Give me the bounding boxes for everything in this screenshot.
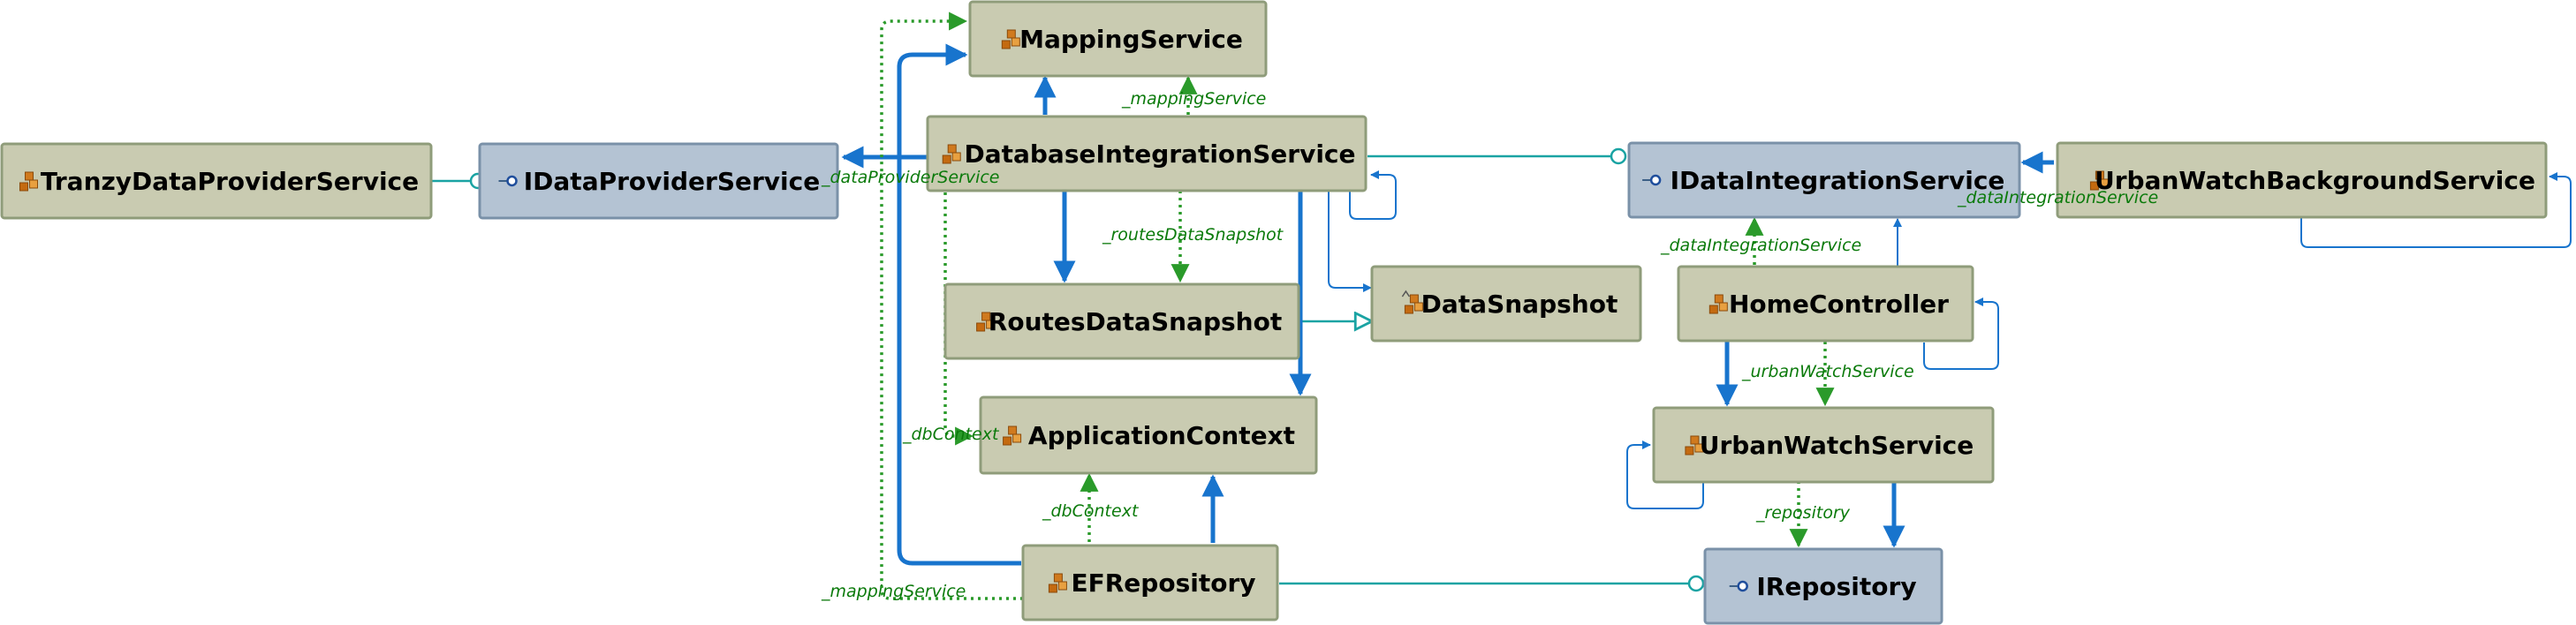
class-icon	[1685, 435, 1704, 456]
class-icon	[2089, 170, 2109, 191]
node-box[interactable]	[1677, 265, 1974, 343]
edge-efrepo-mapping	[897, 43, 1021, 566]
lollipop-irepo	[1687, 575, 1705, 592]
node-box[interactable]	[1627, 141, 2021, 219]
lbl-mapping-service-bottom: _mappingService	[821, 582, 966, 601]
class-icon	[976, 312, 996, 332]
node-label: RoutesDataSnapshot	[989, 307, 1282, 336]
node-label: IDataIntegrationService	[1671, 166, 2005, 195]
node-label: IRepository	[1756, 572, 1916, 601]
self-loop-home	[1923, 297, 1999, 370]
node-mapping[interactable]: MappingService	[968, 0, 1268, 78]
node-box[interactable]	[943, 282, 1300, 360]
abstract-class-icon	[1401, 290, 1423, 314]
node-box[interactable]	[979, 395, 1318, 475]
interface-icon	[1729, 580, 1748, 592]
node-box[interactable]	[2056, 141, 2548, 219]
node-box[interactable]	[1370, 265, 1642, 343]
class-icon	[1048, 573, 1067, 593]
node-label: ApplicationContext	[1028, 421, 1295, 450]
self-loop-urbanbg	[2300, 172, 2572, 248]
node-label: MappingService	[1019, 25, 1243, 54]
node-label: UrbanWatchBackgroundService	[2095, 166, 2535, 195]
node-box[interactable]	[1021, 544, 1279, 621]
lbl-data-integration-service-bg: _dataIntegrationService	[1957, 188, 2158, 207]
node-label: EFRepository	[1071, 569, 1255, 598]
thin-arrows	[1328, 170, 2572, 509]
field-references	[880, 11, 1835, 600]
node-irepo[interactable]: IRepository	[1703, 547, 1943, 625]
interface-icon	[498, 175, 518, 187]
node-label: UrbanWatchService	[1700, 431, 1974, 460]
node-urbanbg[interactable]: UrbanWatchBackgroundService	[2056, 141, 2548, 219]
node-urbanwatch[interactable]: UrbanWatchService	[1652, 406, 1995, 484]
node-label: DatabaseIntegrationService	[964, 139, 1355, 169]
node-datasnapshot[interactable]: DataSnapshot	[1370, 265, 1642, 343]
class-icon	[1001, 29, 1020, 49]
class-icon	[1708, 294, 1728, 314]
node-box[interactable]	[1703, 547, 1943, 625]
node-tranzy[interactable]: TranzyDataProviderService	[0, 142, 433, 220]
node-label: DataSnapshot	[1421, 290, 1618, 319]
edges	[431, 11, 2572, 600]
class-icon	[19, 171, 38, 192]
lbl-mapping-service-top: _mappingService	[1121, 89, 1266, 109]
interface-icon	[1642, 174, 1662, 186]
node-label: TranzyDataProviderService	[41, 167, 419, 196]
lbl-db-context-left: _dbContext	[902, 425, 1000, 444]
lbl-data-provider-service: _dataProviderService	[821, 168, 1000, 187]
node-appcontext[interactable]: ApplicationContext	[979, 395, 1318, 475]
interface-realizations	[431, 147, 1705, 592]
lbl-repository: _repository	[1755, 503, 1851, 523]
class-icon	[942, 144, 961, 164]
node-idataintegration[interactable]: IDataIntegrationService	[1627, 141, 2021, 219]
lbl-data-integration-service-home: _dataIntegrationService	[1660, 236, 1861, 255]
edge-dbcontext-left	[943, 192, 974, 446]
dependency-arrows	[841, 43, 2054, 566]
lbl-db-context: _dbContext	[1042, 501, 1140, 521]
node-idataprovider[interactable]: IDataProviderService	[478, 142, 839, 220]
node-dbintegration[interactable]: DatabaseIntegrationService	[926, 115, 1368, 192]
lbl-routes-data-snapshot: _routesDataSnapshot	[1102, 225, 1284, 245]
node-home[interactable]: HomeController	[1677, 265, 1974, 343]
class-icon	[1003, 425, 1022, 446]
edge-db-datasnapshot	[1328, 191, 1372, 292]
node-efrepo[interactable]: EFRepository	[1021, 544, 1279, 621]
node-box[interactable]	[968, 0, 1268, 78]
node-label: IDataProviderService	[524, 167, 821, 196]
node-box[interactable]	[1652, 406, 1995, 484]
lollipop-idataintegration	[1610, 147, 1627, 165]
edge-mapping-field-bottom	[880, 11, 1023, 600]
edge-labels: _mappingService _dataProviderService _ro…	[821, 89, 2158, 601]
self-loop-db	[1349, 170, 1397, 220]
node-box[interactable]	[0, 142, 433, 220]
node-routes[interactable]: RoutesDataSnapshot	[943, 282, 1300, 360]
node-box[interactable]	[926, 115, 1368, 192]
node-box[interactable]	[478, 142, 839, 220]
lbl-urban-watch-service: _urbanWatchService	[1741, 362, 1914, 381]
node-label: HomeController	[1729, 290, 1949, 319]
self-loop-urbanwatch	[1626, 441, 1704, 509]
